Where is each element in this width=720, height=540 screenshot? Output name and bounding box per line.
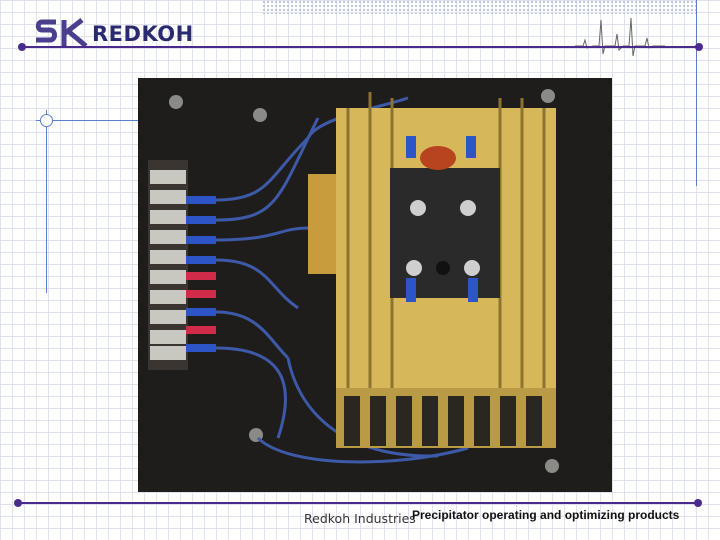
company-logo: REDKOH <box>34 18 204 50</box>
screw-icon <box>541 89 555 103</box>
logo-wordmark: REDKOH <box>92 22 194 46</box>
footer-tagline: Precipitator operating and optimizing pr… <box>412 508 680 522</box>
header-rule <box>22 46 702 48</box>
top-dotted-band <box>262 0 698 14</box>
left-accent-hline <box>36 120 146 121</box>
footer-company-name: Redkoh Industries <box>304 511 416 526</box>
photo-illustration <box>138 78 612 492</box>
footer-rule <box>18 502 698 504</box>
screw-icon <box>253 108 267 122</box>
sk-logo-icon <box>35 18 88 48</box>
capacitor <box>420 146 456 170</box>
ekg-line-icon <box>575 17 665 57</box>
power-resistor <box>308 174 338 274</box>
header-rule-dot-right <box>695 43 703 51</box>
footer-rule-dot-right <box>694 499 702 507</box>
right-accent-line <box>696 0 697 186</box>
left-accent-circle <box>40 114 53 127</box>
screw-icon <box>545 459 559 473</box>
photo <box>138 78 612 492</box>
left-accent-vline <box>46 110 47 293</box>
screw-icon <box>169 95 183 109</box>
header-rule-dot-left <box>18 43 26 51</box>
footer-rule-dot-left <box>14 499 22 507</box>
scr-module <box>390 168 500 298</box>
